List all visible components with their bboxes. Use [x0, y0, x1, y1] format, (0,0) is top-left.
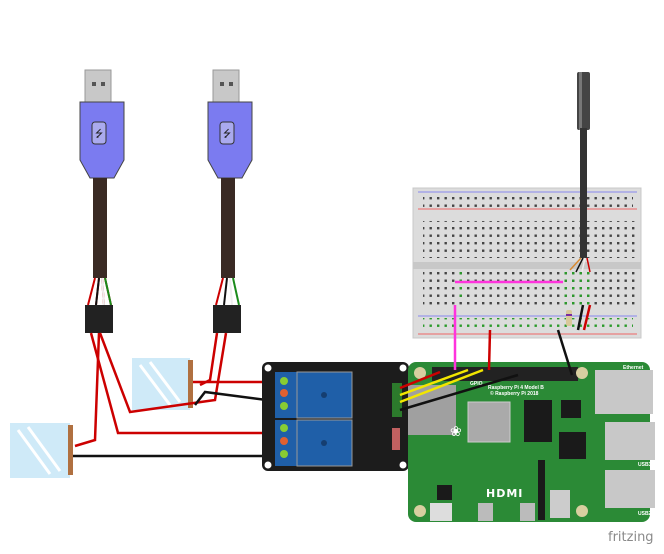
usb-icon: ⭍ — [95, 128, 103, 140]
usb2-label: USB2 — [638, 511, 652, 517]
breadboard — [412, 187, 642, 339]
heating-panel-1 — [132, 358, 193, 410]
fritzing-logo: fritzing — [608, 530, 654, 545]
usb-icon: ⭍ — [223, 128, 231, 140]
gpio-label: GPIO — [470, 381, 483, 387]
wires-relay — [73, 332, 283, 458]
hdmi-label: HDMI — [486, 487, 523, 500]
ethernet-label: Ethernet — [623, 365, 644, 371]
usb3-label: USB3 — [638, 462, 652, 468]
resistor — [566, 310, 572, 326]
usb-ttl-cable-2: ⭍ — [207, 69, 253, 333]
pi-copyright-text: © Raspberry Pi 2018 — [490, 390, 539, 397]
heating-panel-2 — [10, 423, 73, 478]
pi-model-text: Raspberry Pi 4 Model B — [488, 385, 544, 391]
raspberry-pi-board: ❀ GPIO Raspberry Pi 4 Model B © Raspberr… — [408, 362, 655, 522]
wires-gpio — [399, 280, 592, 412]
relay-module — [262, 362, 409, 471]
temperature-sensor-probe — [569, 72, 591, 273]
raspberry-logo-icon: ❀ — [450, 423, 462, 439]
usb-ttl-cable-1: ⭍ — [79, 69, 125, 333]
